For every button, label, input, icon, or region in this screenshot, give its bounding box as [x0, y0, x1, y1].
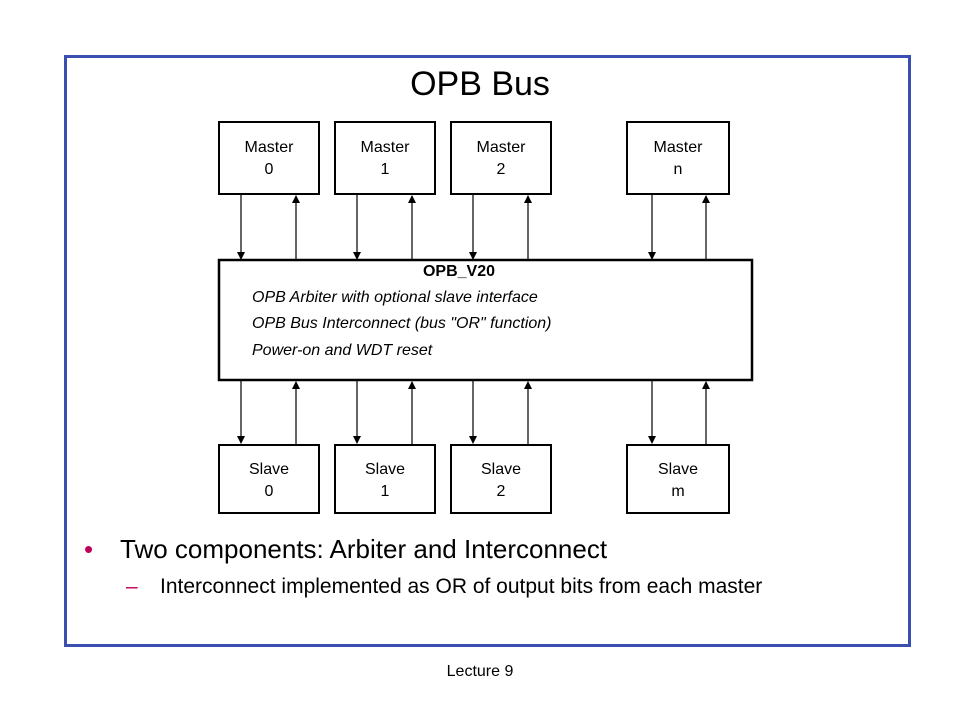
- slave-m-index: m: [671, 483, 684, 500]
- sub-bullet-item: – Interconnect implemented as OR of outp…: [84, 574, 840, 599]
- master-2-box: Master 2: [450, 121, 552, 195]
- master-1-box: Master 1: [334, 121, 436, 195]
- bullet-list: • Two components: Arbiter and Interconne…: [84, 532, 884, 599]
- slave-2-box: Slave 2: [450, 444, 552, 514]
- sub-bullet-text: Interconnect implemented as OR of output…: [160, 575, 763, 598]
- bullet-item: • Two components: Arbiter and Interconne…: [84, 532, 884, 566]
- bullet-dot: •: [84, 534, 94, 564]
- slave-m-label: Slave: [658, 461, 698, 478]
- opb-bus-box: OPB_V20 OPB Arbiter with optional slave …: [217, 258, 754, 382]
- slide-title: OPB Bus: [410, 65, 550, 103]
- bus-name: OPB_V20: [423, 263, 495, 280]
- master-0-index: 0: [265, 161, 274, 178]
- slide-frame: [64, 55, 911, 647]
- slave-2-index: 2: [497, 483, 506, 500]
- master-n-label: Master: [654, 139, 704, 156]
- slave-m-box: Slave m: [626, 444, 730, 514]
- slave-1-index: 1: [381, 483, 390, 500]
- slave-1-box: Slave 1: [334, 444, 436, 514]
- slave-0-index: 0: [265, 483, 274, 500]
- master-n-box: Master n: [626, 121, 730, 195]
- master-2-index: 2: [497, 161, 506, 178]
- slave-2-label: Slave: [481, 461, 521, 478]
- master-0-label: Master: [245, 139, 295, 156]
- bus-slave-arrows: [237, 381, 710, 444]
- master-2-label: Master: [477, 139, 527, 156]
- bus-line-interconnect: OPB Bus Interconnect (bus "OR" function): [252, 315, 552, 332]
- bus-line-reset: Power-on and WDT reset: [252, 342, 433, 359]
- master-0-box: Master 0: [218, 121, 320, 195]
- master-1-index: 1: [381, 161, 390, 178]
- slave-0-box: Slave 0: [218, 444, 320, 514]
- master-1-label: Master: [361, 139, 411, 156]
- master-bus-arrows: [237, 195, 710, 260]
- bullet-text: Two components: Arbiter and Interconnect: [120, 534, 608, 564]
- sub-bullet-dash: –: [126, 575, 138, 598]
- slave-0-label: Slave: [249, 461, 289, 478]
- master-n-index: n: [674, 161, 683, 178]
- slide-footer: Lecture 9: [446, 663, 514, 680]
- slave-1-label: Slave: [365, 461, 405, 478]
- bus-line-arbiter: OPB Arbiter with optional slave interfac…: [252, 289, 538, 306]
